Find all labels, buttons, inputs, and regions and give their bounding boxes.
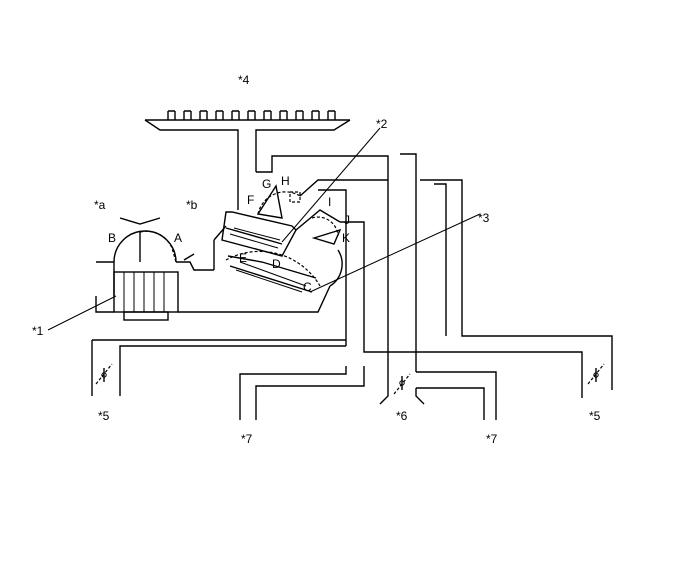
blower-motor-label: *1: [32, 324, 44, 338]
mode-dampers: [256, 155, 389, 219]
center-vent-duct: [379, 362, 425, 405]
unit-case: [95, 225, 331, 313]
air-intake-box: [96, 217, 215, 296]
damper-letter-k: K: [342, 231, 350, 245]
foot-label-left: *7: [241, 432, 253, 446]
vent-damper-symbols: [95, 363, 605, 395]
vent-ducts: [91, 153, 613, 398]
damper-letter-e: E: [239, 251, 247, 265]
damper-letters: A B C D E F G H I J K: [108, 174, 350, 294]
heater-core-label: *3: [478, 211, 490, 225]
callout-labels: *4 *2 *3 *1 *5 *6 *5 *7 *7 *a *b: [32, 73, 601, 446]
defroster-duct: [144, 119, 351, 210]
leader-lines: [47, 127, 481, 331]
damper-letter-j: J: [344, 213, 350, 227]
foot-label-right: *7: [486, 432, 498, 446]
damper-letter-b: B: [108, 231, 116, 245]
damper-letter-d: D: [272, 257, 281, 271]
foot-ducts: [239, 366, 497, 420]
damper-letter-f: F: [247, 193, 254, 207]
side-vent-label-right: *5: [589, 409, 601, 423]
blower-motor: [113, 271, 179, 321]
evaporator-unit: [221, 211, 317, 293]
damper-letter-g: G: [262, 177, 271, 191]
fresh-air-label: *a: [94, 198, 106, 212]
heater-core: [225, 209, 343, 287]
side-vent-label-left: *5: [98, 409, 110, 423]
damper-letter-h: H: [281, 174, 290, 188]
center-vent-label: *6: [396, 409, 408, 423]
defroster-grille: [145, 110, 350, 121]
defroster-label: *4: [238, 73, 250, 87]
damper-letter-i: I: [328, 195, 331, 209]
damper-letter-c: C: [303, 280, 312, 294]
damper-letter-a: A: [174, 231, 182, 245]
recirculated-air-label: *b: [186, 198, 198, 212]
evaporator-label: *2: [376, 117, 388, 131]
